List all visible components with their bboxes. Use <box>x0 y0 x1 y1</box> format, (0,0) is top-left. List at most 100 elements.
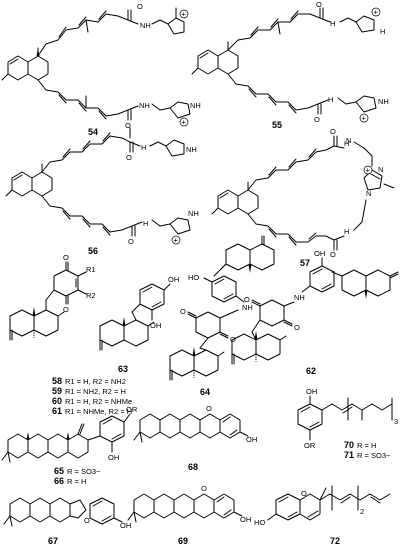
atom-O: O <box>128 237 134 246</box>
compound-59-label: 59 <box>52 386 62 396</box>
compound-62-label: 62 <box>306 366 316 376</box>
atom-NH: NH <box>188 209 199 218</box>
atom-OH: OH <box>168 275 179 284</box>
atom-O: O <box>63 253 69 262</box>
atom-H: H <box>380 27 385 36</box>
atom-NH: NH <box>186 145 197 154</box>
compound-66-label: 66 <box>54 476 64 486</box>
charge-plus: + <box>182 118 187 127</box>
atom-H: H <box>143 219 148 228</box>
charge-plus: + <box>362 114 367 123</box>
compound-61-substituents: R1 = NHMe, R2 = H <box>65 407 132 416</box>
compound-67-structure: O OH <box>3 497 131 530</box>
atom-OR: OR <box>126 405 138 414</box>
atom-N: N <box>378 165 383 174</box>
atom-H: H <box>344 139 349 148</box>
compound-65-substituents: R = SO3− <box>67 467 101 476</box>
atom-O: O <box>244 295 250 304</box>
atom-N: NH <box>242 303 253 312</box>
compound-62-structure: OH NH O O <box>231 249 399 365</box>
atom-H: H <box>344 227 349 236</box>
compound-60-label: 60 <box>52 396 62 406</box>
atom-O: O <box>137 2 143 11</box>
svg-text:71R = SO3−: 71R = SO3− <box>344 450 391 460</box>
atom-O: O <box>316 0 322 9</box>
compound-55-label: 55 <box>272 120 282 130</box>
atom-OH: OH <box>108 453 119 462</box>
atom-OH: OH <box>306 387 317 396</box>
compound-69-label: 69 <box>178 536 188 546</box>
atom-O: O <box>301 489 307 498</box>
atom-H: H <box>328 95 333 104</box>
charge-plus: + <box>182 10 187 19</box>
compound-68-structure: O OH <box>133 404 257 444</box>
compound-58-label: 58 <box>52 376 62 386</box>
compound-64-structure: HO NH O O <box>169 235 275 381</box>
compound-66-substituents: R = H <box>67 477 86 486</box>
atom-NH: NH <box>139 101 150 110</box>
atom-O: O <box>125 121 131 130</box>
atom-O: O <box>201 484 207 493</box>
atom-N: N <box>346 136 351 145</box>
compound-57-structure: O H N + N N O H <box>211 127 395 259</box>
compound-58-substituents: R1 = H, R2 = NH2 <box>65 377 126 386</box>
repeat-subscript: 3 <box>394 417 398 426</box>
charge-plus: + <box>374 8 379 17</box>
compound-55-structure: O H + H O H + NH <box>191 0 389 124</box>
atom-O: O <box>84 516 90 525</box>
compound-54-structure: O NH + O NH + NH <box>1 2 201 130</box>
atom-O: O <box>314 115 320 124</box>
compound-70-71-structure: OH OR 3 <box>297 387 398 450</box>
atom-O: O <box>206 404 212 413</box>
atom-OH: OH <box>240 515 251 524</box>
atom-O: O <box>63 305 69 314</box>
atom-O: O <box>294 323 300 332</box>
compound-54-label: 54 <box>88 127 98 137</box>
atom-NH: NH <box>190 101 201 110</box>
compound-59-substituents: R1 = NH2, R2 = H <box>65 387 126 396</box>
atom-H: H <box>141 143 146 152</box>
svg-text:66R = H: 66R = H <box>54 476 86 486</box>
compound-71-substituents: R = SO3− <box>357 451 391 460</box>
compound-63-label: 63 <box>118 364 128 374</box>
svg-text:65R = SO3−: 65R = SO3− <box>54 466 101 476</box>
compound-60-substituents: R1 = H, R2 = NHMe <box>65 397 132 406</box>
atom-N: N <box>366 189 371 198</box>
compound-61-label: 61 <box>52 406 62 416</box>
compound-70-substituents: R = H <box>357 441 376 450</box>
atom-HO: HO <box>188 273 199 282</box>
atom-OR: OR <box>304 441 316 450</box>
atom-O: O <box>330 250 336 259</box>
compound-67-label: 67 <box>48 536 58 546</box>
atom-OH: OH <box>150 321 161 330</box>
atom-NH: NH <box>378 97 389 106</box>
charge-plus: + <box>366 166 371 175</box>
atom-HO: HO <box>254 518 265 527</box>
compound-58-61-structure: O O R1 R2 <box>9 253 96 341</box>
charge-plus: + <box>174 236 179 245</box>
atom-O: O <box>330 127 336 136</box>
label-R2: R2 <box>86 291 96 300</box>
compound-65-label: 65 <box>54 466 64 476</box>
compound-63-structure: OH OH <box>99 275 179 351</box>
label-R1: R1 <box>86 265 96 274</box>
compound-70-label: 70 <box>344 440 354 450</box>
atom-N: NH <box>294 293 305 302</box>
atom-OH: OH <box>314 249 325 258</box>
compound-72-label: 72 <box>330 536 340 546</box>
atom-O: O <box>126 153 132 162</box>
svg-text:70R = H: 70R = H <box>344 440 376 450</box>
atom-O: O <box>180 307 186 316</box>
repeat-subscript: 2 <box>360 507 364 516</box>
atom-H: H <box>330 19 335 28</box>
compound-65-66-structure: OR OH <box>1 405 138 463</box>
compound-57-label: 57 <box>300 258 310 268</box>
compound-56-structure: O H NH O H + NH <box>5 127 199 246</box>
